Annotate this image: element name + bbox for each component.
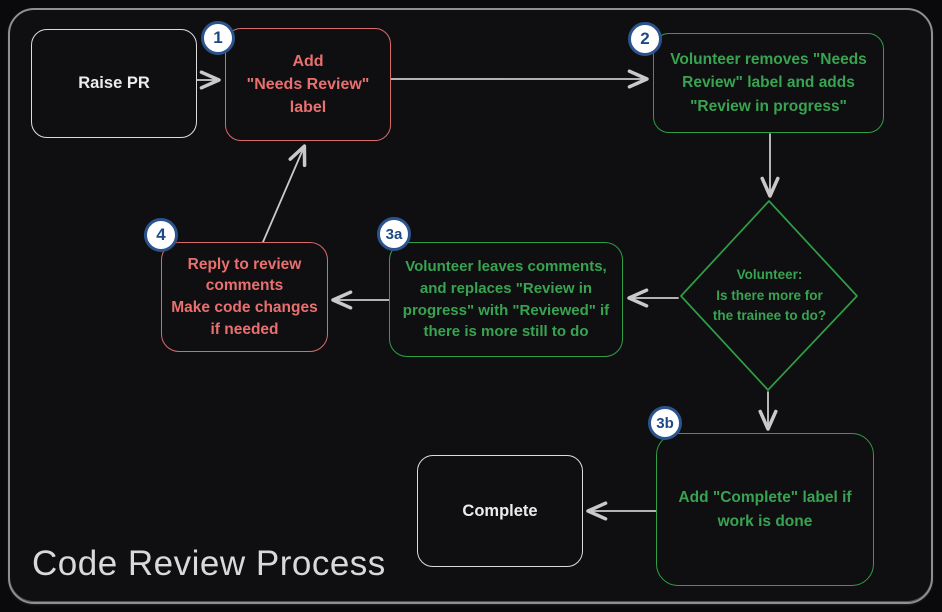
node-reply-comments-label: Reply to review comments Make code chang… [171,255,318,338]
step-badge-1-label: 1 [213,28,223,47]
step-badge-3a-label: 3a [385,225,403,243]
step-badge-3a: 3a [377,217,411,251]
node-decision: Volunteer: Is there more for the trainee… [684,246,855,346]
node-volunteer-removes: Volunteer removes "Needs Review" label a… [653,33,884,133]
node-decision-label: Volunteer: Is there more for the trainee… [712,266,827,324]
node-volunteer-removes-label: Volunteer removes "Needs Review" label a… [670,51,867,115]
node-add-needs-review-label: Add "Needs Review" label [246,52,370,117]
step-badge-2-label: 2 [640,29,650,48]
node-complete-label: Complete [462,501,538,520]
node-leaves-comments: Volunteer leaves comments, and replaces … [389,242,623,357]
node-complete: Complete [417,455,583,567]
step-badge-4: 4 [144,218,178,252]
node-add-needs-review: Add "Needs Review" label [225,28,391,141]
node-raise-pr: Raise PR [31,29,197,138]
diagram-title: Code Review Process [32,544,386,583]
node-add-complete-label: Add "Complete" label if work is done [678,489,852,530]
step-badge-1: 1 [201,21,235,55]
step-badge-2: 2 [628,22,662,56]
step-badge-4-label: 4 [156,225,166,244]
step-badge-3b-label: 3b [656,414,674,432]
node-raise-pr-label: Raise PR [78,74,150,92]
node-leaves-comments-label: Volunteer leaves comments, and replaces … [402,258,610,341]
step-badge-3b: 3b [648,406,682,440]
node-reply-comments: Reply to review comments Make code chang… [161,242,328,352]
node-add-complete: Add "Complete" label if work is done [656,433,874,586]
